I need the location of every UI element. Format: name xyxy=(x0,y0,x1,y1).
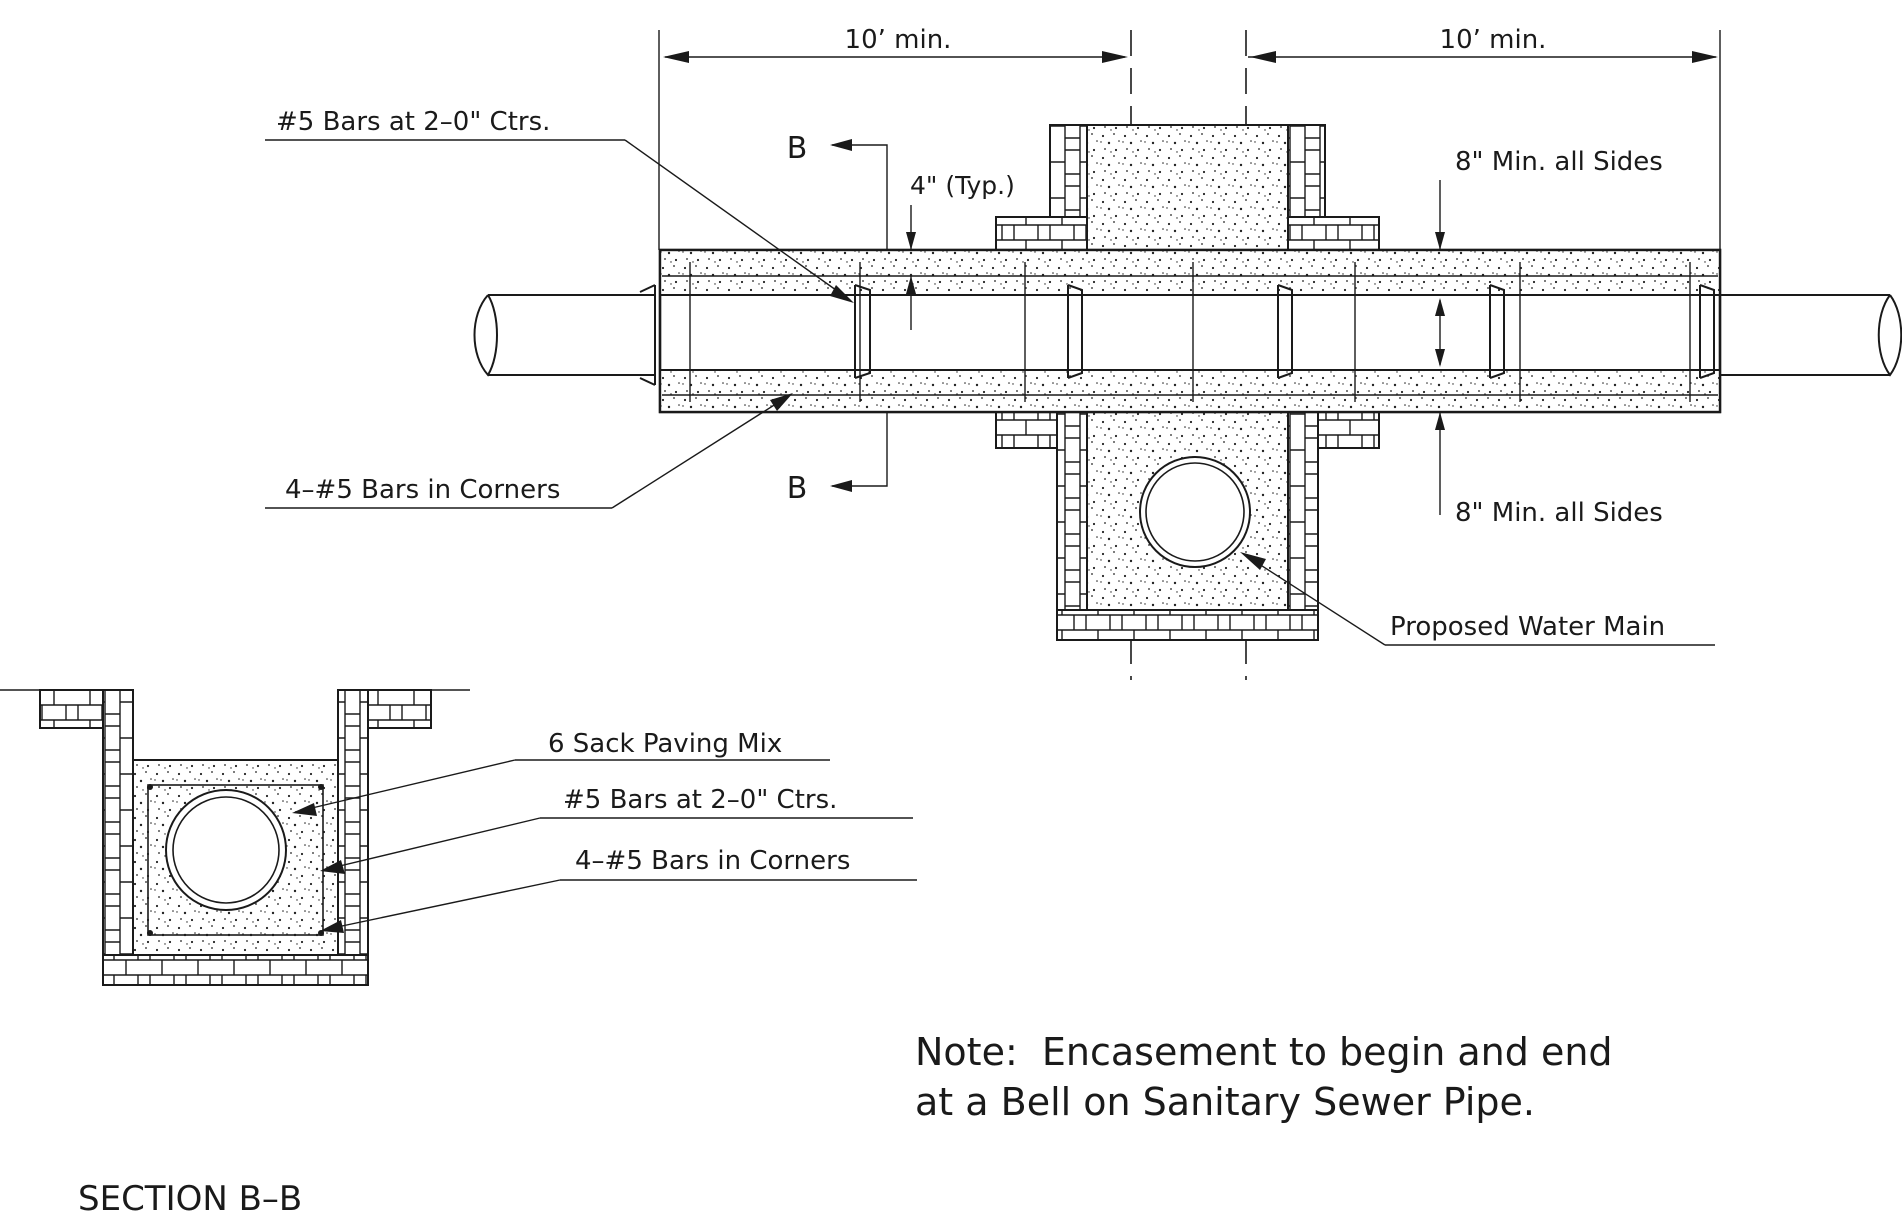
sanitary-sewer-pipe xyxy=(473,284,1902,386)
corner-bars-leader: 4–#5 Bars in Corners xyxy=(265,393,793,509)
min-sides-bottom-label: 8" Min. all Sides xyxy=(1455,498,1663,528)
section-cut-bottom: B xyxy=(787,412,888,506)
water-main-pipe-section xyxy=(1139,456,1251,568)
section-mark-top: B xyxy=(787,131,808,166)
paving-mix-leader: 6 Sack Paving Mix xyxy=(292,729,830,816)
section-bars-label: #5 Bars at 2–0" Ctrs. xyxy=(563,785,837,815)
dimension-left: 10’ min. xyxy=(658,25,1128,250)
dim-right-label: 10’ min. xyxy=(1440,25,1547,55)
section-b-b: 6 Sack Paving Mix #5 Bars at 2–0" Ctrs. … xyxy=(0,689,917,1219)
section-title: SECTION B–B xyxy=(78,1179,302,1219)
min-sides-top-label: 8" Min. all Sides xyxy=(1455,147,1663,177)
typ-dimension: 4" (Typ.) xyxy=(906,171,1015,330)
bars-leader: #5 Bars at 2–0" Ctrs. xyxy=(265,107,854,303)
section-bars-leader: #5 Bars at 2–0" Ctrs. xyxy=(320,785,913,874)
section-mark-bottom: B xyxy=(787,471,808,506)
dim-left-label: 10’ min. xyxy=(845,25,952,55)
water-main-label: Proposed Water Main xyxy=(1390,612,1665,642)
min-sides-dimension: 8" Min. all Sides 8" Min. all Sides xyxy=(1435,147,1663,528)
dimension-right: 10’ min. xyxy=(1248,25,1721,250)
upper-trench xyxy=(995,124,1380,256)
water-main-leader: Proposed Water Main xyxy=(1240,552,1715,646)
corner-bars-label: 4–#5 Bars in Corners xyxy=(285,475,560,505)
section-corner-bars-label: 4–#5 Bars in Corners xyxy=(575,846,850,876)
concrete-encasement xyxy=(658,248,1722,414)
section-cut-top: B xyxy=(787,131,888,250)
paving-mix-label: 6 Sack Paving Mix xyxy=(548,729,782,759)
section-corner-bars-leader: 4–#5 Bars in Corners xyxy=(320,846,917,933)
note-block: Note: Encasement to begin and end at a B… xyxy=(915,1030,1613,1124)
note-line-1: Note: Encasement to begin and end xyxy=(915,1030,1613,1074)
plan-view: 10’ min. 10’ min. xyxy=(265,25,1902,680)
note-line-2: at a Bell on Sanitary Sewer Pipe. xyxy=(915,1080,1535,1124)
bars-label: #5 Bars at 2–0" Ctrs. xyxy=(276,107,550,137)
typ-label: 4" (Typ.) xyxy=(910,171,1015,200)
lower-trench xyxy=(995,409,1380,641)
